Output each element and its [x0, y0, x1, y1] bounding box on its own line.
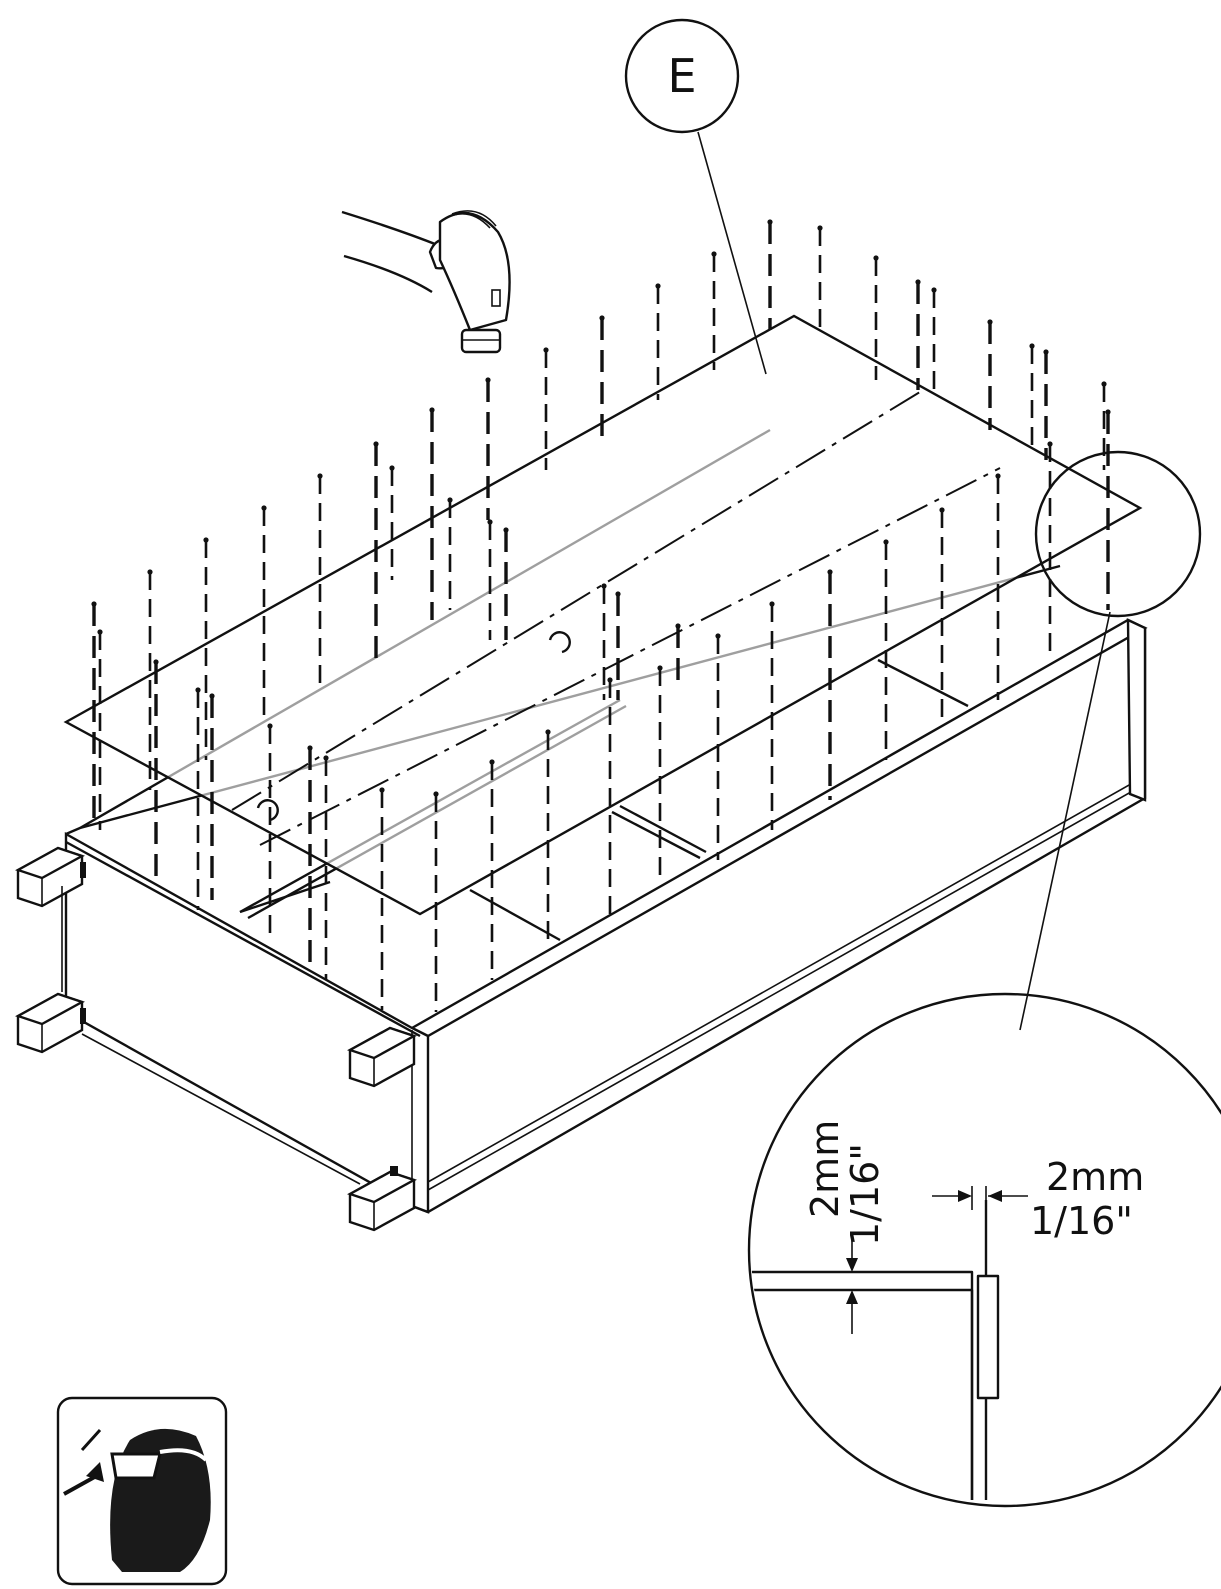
nail-head: [433, 791, 439, 797]
nail-head: [195, 687, 201, 693]
nail-head: [317, 473, 323, 479]
shelf-line-3: [877, 658, 969, 708]
nail-head: [601, 583, 607, 589]
foot-back-right: [347, 1166, 417, 1232]
detail-leader: [1019, 611, 1111, 1031]
nail-head: [1029, 343, 1035, 349]
detail-panel-corner: [751, 1270, 974, 1500]
detail-source-circle: [1034, 450, 1202, 618]
nail-head: [827, 569, 833, 575]
nail-head: [767, 219, 773, 225]
nail-head: [487, 519, 493, 525]
nail-head: [485, 377, 491, 383]
nail-head: [599, 315, 605, 321]
vertical-gap-mm: 2mm: [803, 1120, 847, 1218]
nail-head: [545, 729, 551, 735]
nail-head: [883, 539, 889, 545]
nail-head: [657, 665, 663, 671]
nail-head: [1043, 349, 1049, 355]
nail-head: [267, 723, 273, 729]
nail-head: [209, 693, 215, 699]
nail-head: [203, 537, 209, 543]
cabinet-bottom-rail: [427, 775, 1146, 1183]
part-label: E: [667, 49, 696, 103]
nail-head: [489, 759, 495, 765]
nail-head: [915, 279, 921, 285]
nails-group: [91, 219, 1111, 1012]
nail-head: [1101, 381, 1107, 387]
horizontal-gap-inch: 1/16": [1030, 1199, 1133, 1243]
nail-head: [995, 473, 1001, 479]
nail-head: [429, 407, 435, 413]
foot-front-left: [15, 846, 86, 908]
part-callout-circle: [624, 18, 740, 134]
nail-head: [817, 225, 823, 231]
nail-head: [931, 287, 937, 293]
safety-glasses-icon: [56, 1396, 228, 1586]
hammer-icon: [341, 210, 511, 354]
nail-head: [97, 629, 103, 635]
cabinet-feet: [15, 846, 417, 1232]
nail-head: [447, 497, 453, 503]
nail-head: [307, 745, 313, 751]
nail-head: [1047, 441, 1053, 447]
nail-head: [261, 505, 267, 511]
cabinet-right-end-panel: [1126, 618, 1147, 802]
foot-back-left: [15, 992, 86, 1054]
nail-head: [389, 465, 395, 471]
nail-head: [147, 569, 153, 575]
part-callout-leader: [697, 131, 767, 375]
detail-back-panel: [976, 1274, 1000, 1400]
nail-head: [543, 347, 549, 353]
nail-head: [323, 755, 329, 761]
nail-head: [91, 601, 97, 607]
detail-magnified: 2mm 1/16" 2mm 1/16": [747, 992, 1221, 1508]
horizontal-gap-mm: 2mm: [1046, 1155, 1144, 1199]
nail-head: [675, 623, 681, 629]
nail-head: [939, 507, 945, 513]
cabinet-left-end-panel: [64, 831, 430, 1214]
nail-head: [607, 677, 613, 683]
nail-head: [711, 251, 717, 257]
nail-head: [987, 319, 993, 325]
nail-head: [1105, 409, 1111, 415]
nail-head: [503, 527, 509, 533]
vertical-gap-inch: 1/16": [843, 1143, 887, 1246]
nail-head: [655, 283, 661, 289]
nail-head: [153, 659, 159, 665]
shelf-line-1: [469, 888, 561, 942]
nail-head: [615, 591, 621, 597]
nail-head: [379, 787, 385, 793]
nail-head: [873, 255, 879, 261]
panel-centerline: [231, 391, 921, 811]
foot-front-right: [347, 1026, 417, 1088]
nail-ring-mark: [548, 631, 571, 654]
shelf-line-2: [611, 810, 701, 860]
nail-head: [373, 441, 379, 447]
nail-head: [769, 601, 775, 607]
nail-head: [715, 633, 721, 639]
